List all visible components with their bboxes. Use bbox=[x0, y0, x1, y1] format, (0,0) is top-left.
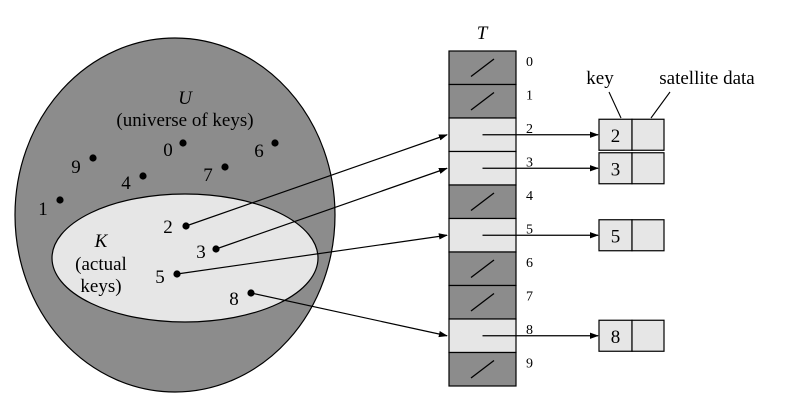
element-key-label: 8 bbox=[611, 327, 621, 348]
key-label: key bbox=[586, 68, 614, 89]
nil-slash bbox=[470, 259, 495, 279]
slot-index-label: 5 bbox=[526, 223, 533, 238]
nil-slash bbox=[470, 91, 495, 111]
unused-key-dot bbox=[89, 154, 97, 162]
unused-key-label: 6 bbox=[254, 141, 264, 162]
slot-index-label: 0 bbox=[526, 55, 533, 70]
unused-key-label: 4 bbox=[121, 173, 131, 194]
slot-index-label: 6 bbox=[526, 256, 533, 271]
unused-key-label: 1 bbox=[38, 199, 48, 220]
key-to-slot-arrows bbox=[176, 131, 599, 339]
element-key-cell bbox=[598, 152, 633, 185]
unused-key-dot bbox=[271, 139, 279, 147]
nil-slash bbox=[470, 292, 495, 312]
actual-key-label: 5 bbox=[155, 267, 165, 288]
universe-caption: (universe of keys) bbox=[116, 110, 253, 131]
element-key-cell bbox=[598, 118, 633, 151]
slot-index-label: 8 bbox=[526, 323, 533, 338]
key-to-slot-arrow bbox=[176, 233, 448, 275]
slot-index-label: 3 bbox=[526, 156, 533, 171]
element-satellite-cell bbox=[631, 152, 665, 185]
element-key-cell bbox=[598, 219, 633, 252]
key-to-slot-arrow bbox=[250, 292, 448, 338]
element-satellite-cell bbox=[631, 118, 665, 151]
stored-elements: 2 3 5 8 bbox=[598, 118, 665, 352]
key-to-slot-arrow bbox=[215, 167, 448, 250]
slot-index-label: 4 bbox=[526, 189, 533, 204]
element-satellite-cell bbox=[631, 219, 665, 252]
actual-caption-line1: (actual bbox=[75, 254, 127, 275]
actual-key-label: 8 bbox=[229, 289, 239, 310]
actual-caption-line2: keys) bbox=[80, 276, 121, 297]
slot-index-label: 7 bbox=[526, 290, 533, 305]
element-key-label: 3 bbox=[611, 159, 621, 180]
element-satellite-cell bbox=[631, 319, 665, 352]
unused-key-label: 7 bbox=[203, 165, 213, 186]
key-label-leader bbox=[608, 91, 622, 119]
element-key-cell bbox=[598, 319, 633, 352]
actual-symbol: K bbox=[94, 231, 109, 252]
universe-symbol: U bbox=[178, 88, 193, 109]
unused-keys: 0 9 6 4 7 1 bbox=[38, 139, 279, 220]
nil-slash bbox=[470, 359, 495, 379]
unused-key-dot bbox=[221, 163, 229, 171]
element-key-label: 2 bbox=[611, 126, 621, 147]
slot-index-label: 1 bbox=[526, 89, 533, 104]
nil-slash bbox=[470, 192, 495, 212]
unused-key-dot bbox=[139, 172, 147, 180]
unused-key-label: 9 bbox=[71, 157, 81, 178]
actual-key-label: 2 bbox=[163, 217, 173, 238]
actual-key-label: 3 bbox=[196, 242, 206, 263]
satellite-label-leader bbox=[650, 91, 671, 119]
slot-index-label: 2 bbox=[526, 122, 533, 137]
element-key-label: 5 bbox=[611, 226, 621, 247]
satellite-data-label: satellite data bbox=[659, 68, 755, 89]
slot-index-label: 9 bbox=[526, 357, 533, 372]
nil-slash bbox=[470, 58, 495, 78]
unused-key-dot bbox=[179, 139, 187, 147]
unused-key-dot bbox=[56, 196, 64, 204]
key-to-slot-arrow bbox=[185, 134, 448, 227]
table-title: T bbox=[477, 23, 489, 44]
unused-key-label: 0 bbox=[163, 140, 173, 161]
